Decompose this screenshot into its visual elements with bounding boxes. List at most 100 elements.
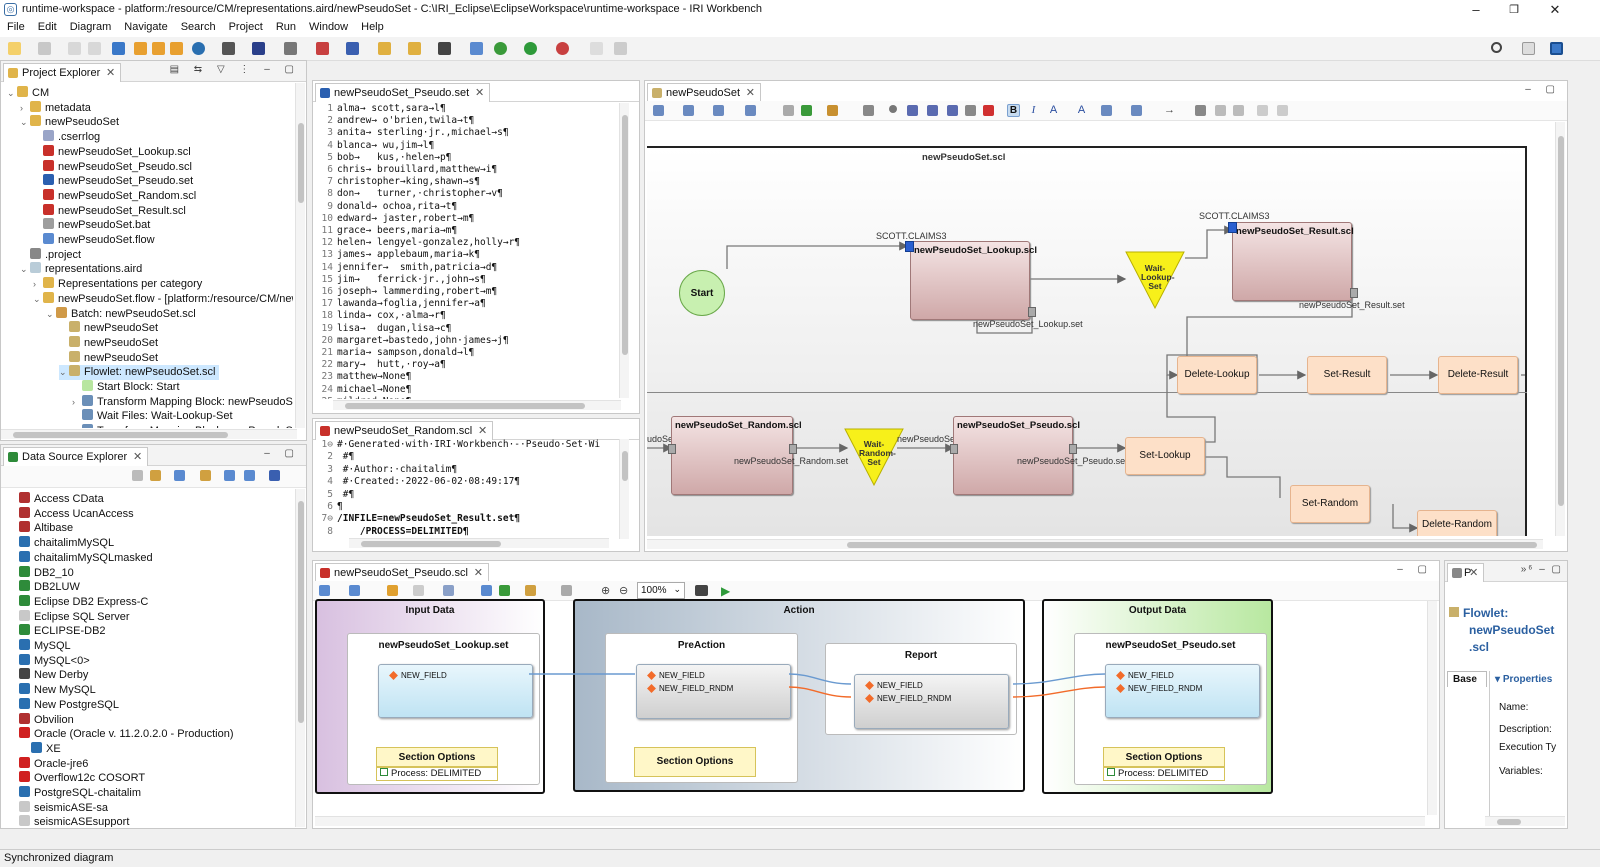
link-icon[interactable] [150, 470, 161, 481]
code-line[interactable]: /PROCESS=DELIMITED¶ [337, 525, 469, 537]
report-fields-box[interactable]: NEW_FIELD NEW_FIELD_RNDM [854, 674, 1009, 729]
export-icon[interactable] [244, 470, 255, 481]
mask-icon[interactable] [346, 42, 359, 55]
align-icon[interactable] [713, 105, 724, 116]
preaction-field-new-field-rndm[interactable]: NEW_FIELD_RNDM [647, 684, 733, 693]
menu-window[interactable]: Window [309, 21, 349, 33]
save-all-icon[interactable] [88, 42, 101, 55]
diagram-hscrollbar[interactable] [647, 539, 1543, 549]
code-line[interactable]: grace→ beers,maria→m¶ [337, 225, 458, 236]
code-line[interactable]: edward→ jaster,robert→m¶ [337, 212, 475, 224]
code-line[interactable]: mildred→None¶ [337, 396, 411, 399]
random-input-port[interactable] [668, 444, 676, 454]
arrow-icon[interactable] [470, 42, 483, 55]
set-random-op[interactable]: Set-Random [1290, 485, 1370, 523]
open-icon[interactable] [38, 42, 51, 55]
close-icon[interactable]: ✕ [477, 425, 488, 437]
data-source-item[interactable]: Altibase [19, 521, 73, 536]
project-tree-item[interactable]: ⌄Flowlet: newPseudoSet.scl [59, 365, 220, 381]
expand-toggle-icon[interactable]: ⌄ [33, 293, 41, 304]
menu-run[interactable]: Run [275, 21, 296, 33]
close-icon[interactable]: ✕ [132, 451, 143, 463]
expand-toggle-icon[interactable]: ⌄ [20, 264, 28, 275]
random-block[interactable]: newPseudoSet_Random.scl [671, 416, 802, 495]
filter-icon[interactable] [174, 470, 185, 481]
view-icon[interactable] [413, 585, 424, 596]
data-source-item[interactable]: New PostgreSQL [19, 697, 119, 713]
close-icon[interactable]: ✕ [745, 87, 755, 99]
run-icon[interactable] [524, 42, 537, 55]
report-field-new-field-rndm[interactable]: NEW_FIELD_RNDM [865, 694, 951, 703]
data-source-item[interactable]: Oracle (Oracle v. 11.2.0.2.0 - Productio… [19, 727, 234, 742]
output-fields-box[interactable]: NEW_FIELD NEW_FIELD_RNDM [1105, 664, 1260, 718]
layers-icon[interactable] [827, 105, 838, 116]
code-line[interactable]: margaret→bastedo,john·james→j¶ [337, 334, 509, 346]
tab-mapping-editor[interactable]: newPseudoSet_Pseudo.scl✕ [315, 563, 489, 582]
camera-icon[interactable] [695, 585, 708, 596]
zoom-select[interactable]: 100%⌄ [637, 582, 685, 599]
db-icon[interactable] [316, 42, 329, 55]
data-source-item[interactable]: Eclipse DB2 Express-C [19, 594, 148, 610]
perspective-icon[interactable] [1550, 42, 1563, 55]
tab-random-scl[interactable]: newPseudoSet_Random.scl✕ [315, 421, 494, 440]
data-source-item[interactable]: Oracle-jre6 [19, 756, 88, 772]
project-tree-item[interactable]: Start Block: Start [72, 380, 180, 395]
data-source-item[interactable]: PostgreSQL-chaitalim [19, 786, 141, 801]
view-minmax-icons[interactable]: – ▢ [1397, 564, 1433, 575]
line-style-icon[interactable]: → [1164, 104, 1175, 116]
tab-properties[interactable]: P✕ [1447, 563, 1485, 582]
mapping-hscrollbar[interactable] [315, 816, 1425, 826]
tab-project-explorer[interactable]: Project Explorer✕ [3, 63, 122, 82]
arrange-icon[interactable] [683, 105, 694, 116]
code-line[interactable]: michael→None¶ [337, 383, 412, 395]
layout-icon[interactable] [319, 585, 330, 596]
project-tree-item[interactable]: ⌄representations.aird [20, 262, 142, 277]
data-source-item[interactable]: seismicASE-sa [19, 800, 108, 816]
wait-lookup-set[interactable] [1125, 251, 1185, 309]
data-source-item[interactable]: chaitalimMySQL [19, 536, 114, 551]
data-source-item[interactable]: Obvilion [19, 712, 74, 728]
code-line[interactable]: jennifer→ smith,patricia→d¶ [337, 261, 498, 273]
new-icon[interactable] [8, 42, 21, 55]
window-icon[interactable] [590, 42, 603, 55]
result-output-port[interactable] [1350, 288, 1358, 298]
zoom-fit-icon[interactable] [1195, 105, 1206, 116]
data-source-item[interactable]: Access UcanAccess [19, 506, 134, 522]
show-grid-icon[interactable] [1277, 105, 1288, 116]
set-result-op[interactable]: Set-Result [1307, 356, 1387, 394]
code-line[interactable]: bob→ kus,·helen→p¶ [337, 151, 452, 163]
diagram-vscrollbar[interactable] [1555, 122, 1565, 536]
distribute-icon[interactable] [745, 105, 756, 116]
tab-pseudo-set[interactable]: newPseudoSet_Pseudo.set✕ [315, 83, 491, 102]
data-source-item[interactable]: chaitalimMySQLmasked [19, 550, 153, 566]
fill-color-icon[interactable] [1101, 105, 1112, 116]
wait-random-set[interactable] [844, 428, 904, 486]
pseudo-output-port[interactable] [1069, 444, 1077, 454]
filter-diagram-icon[interactable] [863, 105, 874, 116]
export-map-icon[interactable] [481, 585, 492, 596]
project-tree-item[interactable]: ›Transform Mapping Block: newPseudoSet_L… [72, 394, 293, 410]
project-tree-item[interactable]: ›Transform Mapping Block: newPseudoSet_R [72, 424, 293, 428]
data-source-item[interactable]: New Derby [19, 668, 88, 683]
italic-icon[interactable]: I [1031, 104, 1036, 116]
data-source-item[interactable]: Access CData [19, 492, 104, 507]
input-field-new-field[interactable]: NEW_FIELD [389, 671, 447, 680]
show-label-icon[interactable] [947, 105, 958, 116]
action-section-options[interactable]: Section Options [634, 747, 756, 777]
project-tree-item[interactable]: ›metadata [20, 100, 91, 116]
code-line[interactable]: #·Generated·with·IRI·Workbench·-·Pseudo·… [337, 439, 601, 450]
delete-lookup-op[interactable]: Delete-Lookup [1177, 356, 1257, 394]
data-source-item[interactable]: ECLIPSE-DB2 [19, 624, 106, 639]
code-line[interactable]: anita→ sterling·jr.,michael→s¶ [337, 127, 509, 139]
line-color-icon[interactable] [1131, 105, 1142, 116]
report-field-new-field[interactable]: NEW_FIELD [865, 681, 923, 690]
lookup-input-port[interactable] [905, 241, 914, 252]
random-scl-vscrollbar[interactable] [619, 439, 629, 539]
tab-base[interactable]: Base [1447, 671, 1487, 687]
key-icon[interactable] [378, 42, 391, 55]
code-line[interactable]: #·Created:·2022-06-02·08:49:17¶ [337, 476, 521, 488]
project-tree-item[interactable]: newPseudoSet.bat [33, 218, 150, 233]
properties-hscrollbar[interactable] [1485, 816, 1565, 826]
close-icon[interactable]: ✕ [473, 567, 483, 579]
view-minmax-icons[interactable]: »⁶ – ▢ [1520, 564, 1563, 575]
